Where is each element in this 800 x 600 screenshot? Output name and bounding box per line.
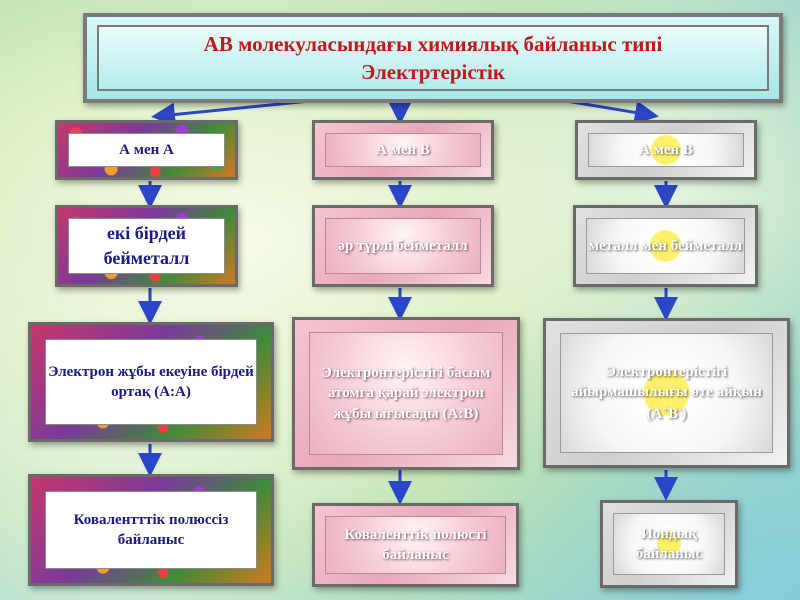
middle-bond-box: Коваленттік полюсті байланыс xyxy=(312,503,519,587)
right-bond-label: Иондық байланыс xyxy=(613,513,725,575)
left-bond-label: Ковалентттік полюссіз байланыс xyxy=(45,491,257,569)
middle-type-box: әр түрлі бейметалл xyxy=(312,205,494,287)
middle-bond-label: Коваленттік полюсті байланыс xyxy=(325,516,506,574)
middle-header-label: А мен В xyxy=(325,133,481,167)
left-type-label: екі бірдей бейметалл xyxy=(68,218,225,274)
middle-description-label: Электронтерістігі басым атомға қарай эле… xyxy=(309,332,503,455)
right-type-box: металл мен бейметалл xyxy=(573,205,758,287)
right-bond-box: Иондық байланыс xyxy=(600,500,738,588)
right-type-label: металл мен бейметалл xyxy=(586,218,745,274)
right-header-box: А мен В xyxy=(575,120,757,180)
right-description-formula: (А+В-) xyxy=(646,403,687,422)
left-description-box: Электрон жұбы екеуіне бірдей ортақ (А:А) xyxy=(28,322,274,442)
left-description-label: Электрон жұбы екеуіне бірдей ортақ (А:А) xyxy=(45,339,257,425)
right-header-label: А мен В xyxy=(588,133,744,167)
middle-header-box: А мен В xyxy=(312,120,494,180)
left-type-box: екі бірдей бейметалл xyxy=(55,205,238,287)
middle-type-label: әр түрлі бейметалл xyxy=(325,218,481,274)
title-inner: АВ молекуласындағы химиялық байланыс тип… xyxy=(97,25,769,91)
title-line-2: Электртерістік xyxy=(361,60,505,84)
left-header-box: А мен А xyxy=(55,120,238,180)
title-line-1: АВ молекуласындағы химиялық байланыс тип… xyxy=(203,31,663,56)
left-header-label: А мен А xyxy=(68,133,225,167)
title-box: АВ молекуласындағы химиялық байланыс тип… xyxy=(83,13,783,103)
right-description-content: Электронтерістігі айырмашылығы өте айқын… xyxy=(560,333,773,453)
left-bond-box: Ковалентттік полюссіз байланыс xyxy=(28,474,274,586)
right-description-box: Электронтерістігі айырмашылығы өте айқын… xyxy=(543,318,790,468)
right-description-label: Электронтерістігі айырмашылығы өте айқын xyxy=(571,364,762,401)
middle-description-box: Электронтерістігі басым атомға қарай эле… xyxy=(292,317,520,470)
